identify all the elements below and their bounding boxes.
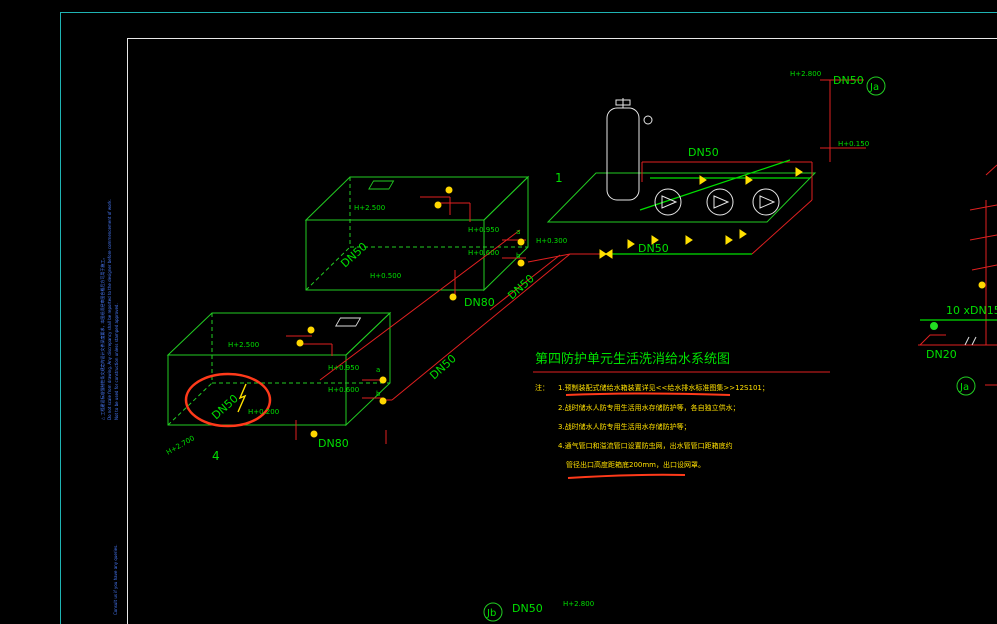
jb-circle-bottom: [483, 602, 503, 622]
dn20-branch: [919, 334, 946, 346]
label-item-4: 4: [212, 449, 220, 463]
break-symbol: [964, 336, 977, 346]
label-jb-bottom: Jb: [486, 608, 496, 619]
notes-label: 注：: [535, 383, 549, 392]
note-1: 1.预制装配式储给水箱装置详见<<给水排水标准图集>>12S101；: [558, 383, 769, 392]
label-a-upper: a: [516, 228, 520, 236]
label-dn50-diag-2: DN50: [427, 352, 459, 382]
drawing-title: 第四防护单元生活洗消给水系统图: [535, 351, 730, 367]
upper-water-tank: [304, 175, 530, 292]
note-4: 4.通气管口和溢流管口设置防虫网，出水管管口距箱底约: [558, 441, 733, 450]
label-item-1: 1: [555, 171, 563, 185]
label-h2500-lower: H+2.500: [228, 341, 259, 349]
label-h0600-upper: H+0.600: [468, 249, 499, 257]
label-dn20: DN20: [926, 348, 957, 361]
pressure-tank: [606, 98, 653, 201]
right-riser: [969, 164, 997, 271]
label-h0500: H+0.500: [370, 272, 401, 280]
annotation-underline-2: [567, 473, 686, 479]
lower-water-tank: [166, 311, 392, 427]
label-ja-top: Ja: [869, 82, 879, 93]
annotation-underline-1: [565, 392, 731, 396]
label-dn50-pump: DN50: [688, 146, 719, 159]
inlet-symbol: [237, 383, 247, 413]
label-h0200: H+0.200: [248, 408, 279, 416]
label-b-upper: b: [516, 252, 521, 260]
green-pipe-network: [605, 159, 997, 321]
valves: [599, 167, 803, 259]
label-dn15: 10 xDN15: [946, 304, 997, 317]
note-5: 管径出口高度距箱底200mm，出口设网罩。: [566, 460, 705, 469]
label-h0950-lower: H+0.950: [328, 364, 359, 372]
red-pipe-network: [286, 79, 997, 444]
label-h2800-top: H+2.800: [790, 70, 821, 78]
label-dn50-top: DN50: [833, 74, 864, 87]
pump-skid-base: [546, 172, 817, 223]
pump-3: [752, 188, 780, 216]
label-a-lower: a: [376, 366, 380, 374]
label-h0300: H+0.300: [536, 237, 567, 245]
outer-border-frame: [60, 12, 997, 624]
ja-circle-top: [866, 76, 886, 96]
label-h0600-lower: H+0.600: [328, 386, 359, 394]
label-h2500-upper: H+2.500: [354, 204, 385, 212]
label-dn50-tank-upper: DN50: [338, 240, 370, 270]
note-2: 2.战时储水人防专用生活用水存储防护等，各自独立供水；: [558, 403, 740, 412]
label-dn80-upper: DN80: [464, 296, 495, 309]
ja-circle-right: [956, 376, 976, 396]
note-3: 3.战时储水人防专用生活用水存储防护等；: [558, 422, 691, 431]
label-dn80-lower: DN80: [318, 437, 349, 450]
label-dn50-bottom: DN50: [512, 602, 543, 615]
label-dn50-tank-lower: DN50: [209, 392, 241, 422]
label-h2700: H+2.700: [165, 434, 196, 457]
label-dn50-diag-1: DN50: [505, 272, 537, 302]
label-h0950-upper: H+0.950: [468, 226, 499, 234]
label-dn50-header: DN50: [638, 242, 669, 255]
level-markers: [296, 186, 986, 438]
label-ja-right: Ja: [959, 382, 969, 393]
annotation-circle: [184, 372, 272, 428]
label-h2800-bottom: H+2.800: [563, 600, 594, 608]
manhole-cover: [334, 317, 362, 327]
label-h0150: H+0.150: [838, 140, 869, 148]
inner-border-frame: [127, 38, 997, 624]
label-b-lower: b: [376, 390, 381, 398]
pump-2: [706, 188, 734, 216]
pump-1: [654, 188, 682, 216]
